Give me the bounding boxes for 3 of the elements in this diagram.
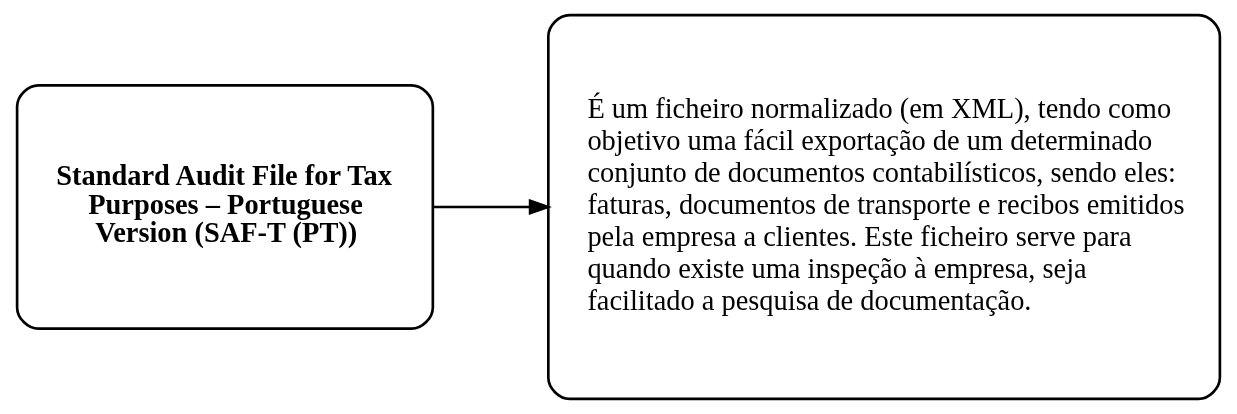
node-box: Standard Audit File for Tax Purposes – Portuguese Version (SAF-T (PT)) [15, 83, 435, 331]
arrow [433, 198, 552, 216]
node-box: É um ficheiro normalizado (em XML), tendo como objetivo uma fácil exportação de um determinado conjunto de documentos contabilísticos, sendo eles: faturas, documentos de transporte e recibos emitidos pela empresa a clientes. Este ficheiro serve para quando existe uma inspeção à empresa, seja facilitado a pesquisa de documentação. [547, 13, 1222, 401]
